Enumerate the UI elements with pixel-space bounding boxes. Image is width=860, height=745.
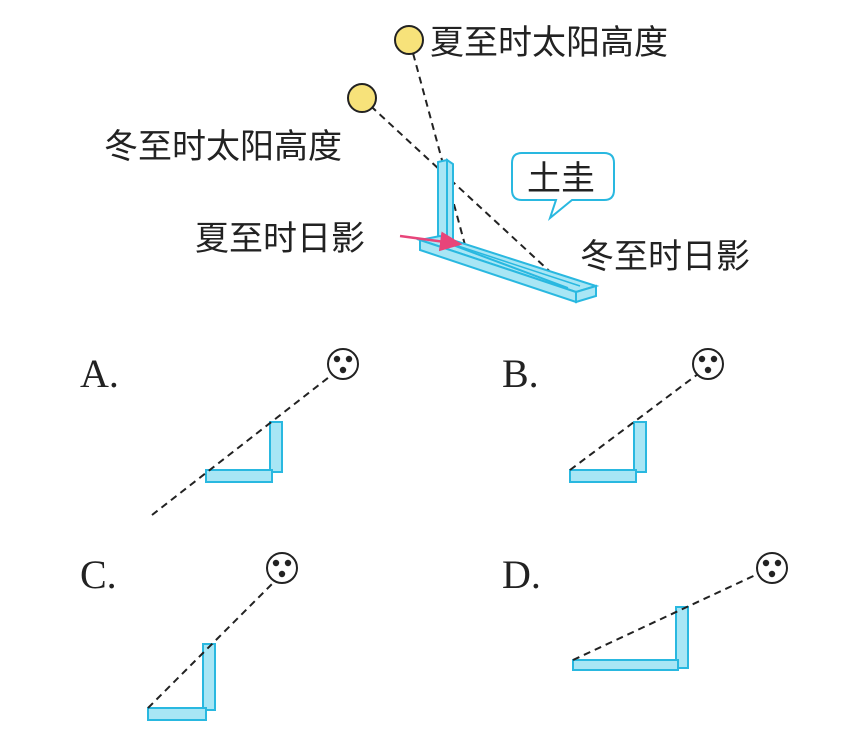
shadow-line xyxy=(449,243,569,289)
gnomon-base xyxy=(416,234,600,304)
option-c-sun-ray xyxy=(147,579,277,709)
option-b[interactable]: B. xyxy=(502,348,724,483)
shadow-arrow xyxy=(399,231,463,252)
option-b-sun-icon xyxy=(692,348,724,380)
option-c-gnomon-vertical xyxy=(202,643,216,711)
callout-label: 土圭 xyxy=(527,159,595,199)
option-d[interactable]: D. xyxy=(502,552,788,671)
option-d-sun-ray xyxy=(572,571,763,661)
option-a[interactable]: A. xyxy=(80,348,359,516)
summer-sun-icon xyxy=(394,25,424,55)
summer-shadow-label: 夏至时日影 xyxy=(195,219,365,259)
option-b-letter: B. xyxy=(502,351,539,396)
callout-bubble: 土圭 xyxy=(511,152,615,221)
option-a-sun-icon xyxy=(327,348,359,380)
top-illustration: 夏至时太阳高度 冬至时太阳高度 夏至时日影 冬至时日影 土圭 xyxy=(104,23,750,304)
summer-sun-label: 夏至时太阳高度 xyxy=(430,23,668,63)
option-b-gnomon-vertical xyxy=(633,421,647,473)
option-c[interactable]: C. xyxy=(80,552,298,721)
winter-sun-icon xyxy=(347,83,377,113)
option-d-letter: D. xyxy=(502,552,541,597)
winter-shadow-label: 冬至时日影 xyxy=(580,237,750,277)
gnomon-pole xyxy=(437,158,454,244)
option-c-letter: C. xyxy=(80,552,117,597)
option-b-gnomon-base xyxy=(569,469,637,483)
winter-sun-label: 冬至时太阳高度 xyxy=(104,127,342,167)
option-b-sun-ray xyxy=(569,373,699,471)
option-a-letter: A. xyxy=(80,351,119,396)
option-d-gnomon-base xyxy=(572,659,679,671)
option-c-sun-icon xyxy=(266,552,298,584)
option-a-gnomon-vertical xyxy=(269,421,283,473)
option-d-sun-icon xyxy=(756,552,788,584)
option-c-gnomon-base xyxy=(147,707,207,721)
option-d-gnomon-vertical xyxy=(675,606,689,669)
option-a-gnomon-base xyxy=(205,469,273,483)
option-a-sun-ray xyxy=(151,373,334,516)
